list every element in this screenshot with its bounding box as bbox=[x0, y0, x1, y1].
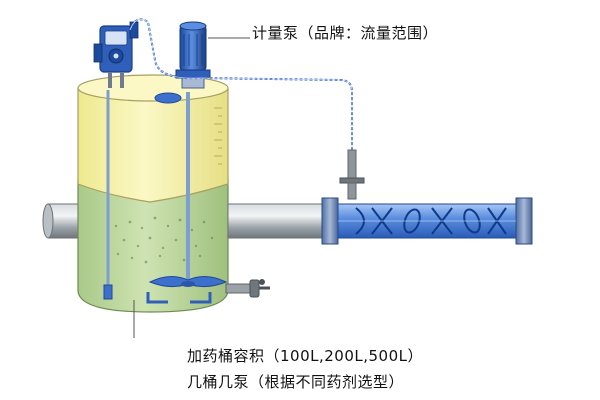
dosing-line bbox=[129, 18, 353, 150]
metering-pump-label: 计量泵（品牌：流量范围） bbox=[252, 24, 439, 42]
tank-pump-config-label: 几桶几泵（根据不同药剂选型） bbox=[187, 373, 405, 391]
mixer-motor bbox=[175, 21, 211, 89]
metering-pump bbox=[93, 21, 139, 88]
static-mixer-pipe bbox=[227, 197, 533, 245]
tank-volume-label: 加药桶容积（100L,200L,500L） bbox=[187, 347, 423, 365]
injection-quill bbox=[339, 149, 365, 200]
label-leaders bbox=[133, 37, 250, 338]
dosing-tank bbox=[77, 74, 270, 313]
